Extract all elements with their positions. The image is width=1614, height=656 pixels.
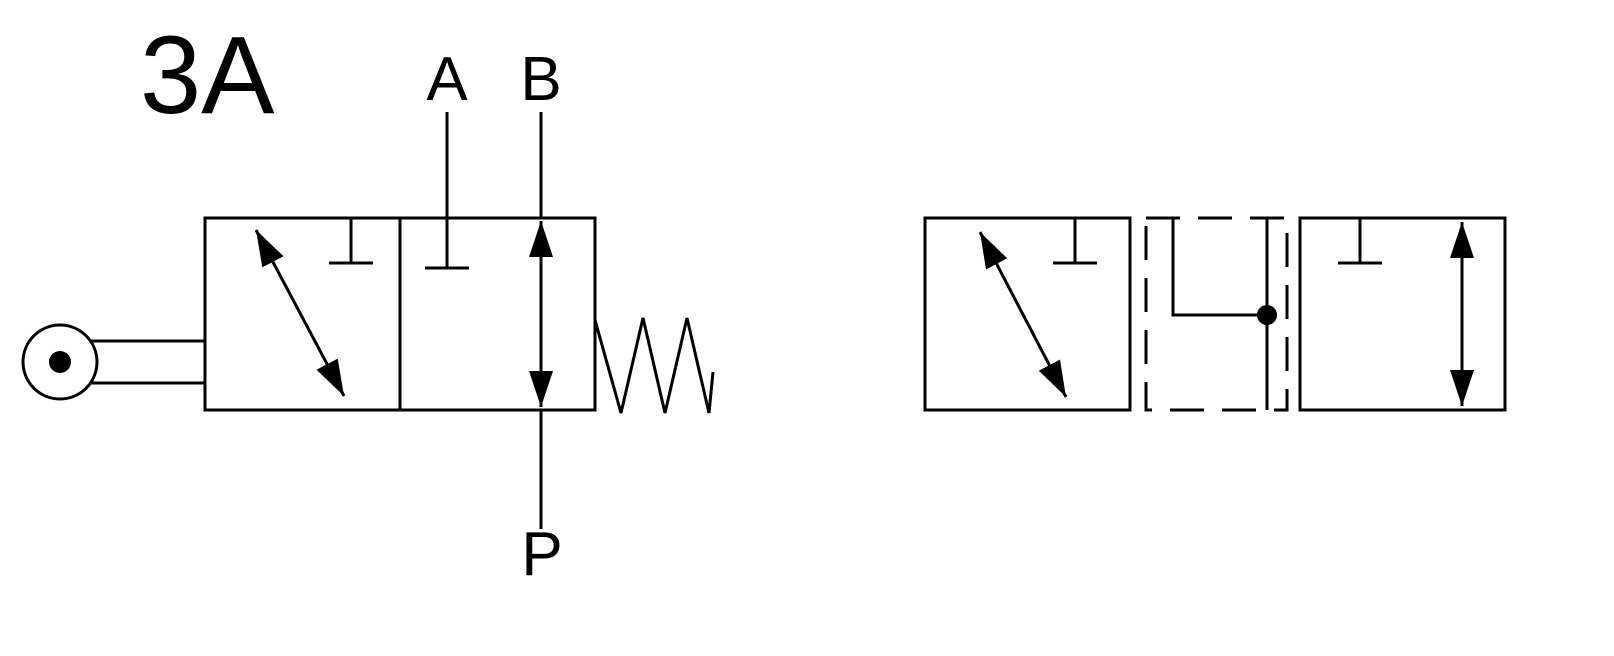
arrowhead: [980, 232, 1008, 270]
port-label-p: P: [521, 520, 562, 589]
return-spring-icon: [593, 317, 715, 414]
arrowhead: [1450, 370, 1474, 406]
left-valve-arrowheads: [256, 221, 553, 407]
circuit-label: 3A: [140, 14, 275, 137]
port-label-b: B: [520, 45, 561, 114]
blocked-port-icon: [1053, 218, 1097, 265]
valve-body-right-position: [1298, 216, 1507, 412]
left-valve-symbol: 3A A B P: [21, 14, 715, 589]
arrowhead: [256, 230, 284, 268]
arrowhead: [1038, 359, 1066, 397]
right-valve-symbol: [923, 216, 1507, 412]
roller-pin: [49, 351, 71, 373]
arrowhead: [316, 358, 344, 396]
port-label-a: A: [426, 45, 468, 114]
blocked-port-icon: [329, 218, 373, 265]
arrowhead: [529, 371, 553, 407]
junction-dot: [1257, 305, 1277, 325]
transition-position-box: [1144, 216, 1289, 412]
blocked-port-icon: [1338, 218, 1382, 265]
arrowhead: [1450, 222, 1474, 258]
roller-lever-actuator: [21, 323, 207, 401]
arrowhead: [529, 221, 553, 257]
right-valve-arrowheads: [980, 222, 1474, 406]
junction-elbow-line: [1171, 218, 1267, 317]
valve-body-left-position: [923, 216, 1132, 412]
